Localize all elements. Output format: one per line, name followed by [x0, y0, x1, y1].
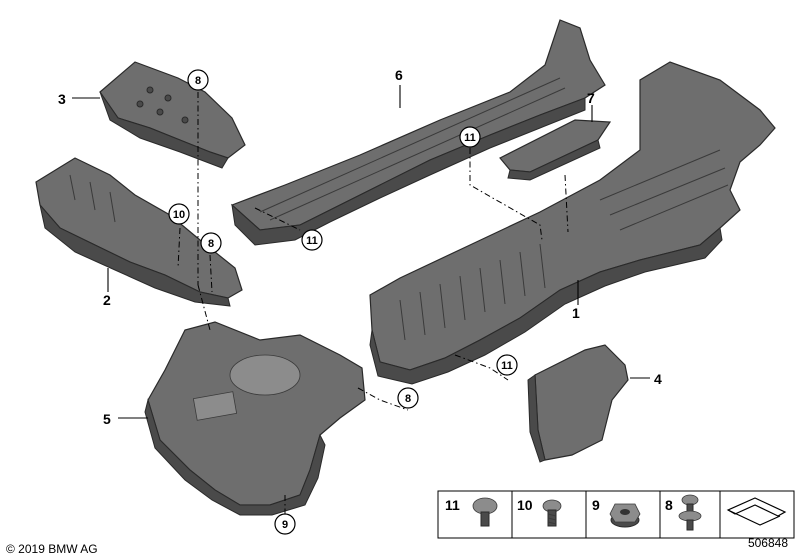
legend-label-9: 9: [592, 497, 600, 513]
svg-text:8: 8: [405, 393, 411, 405]
part-6-trim[interactable]: [230, 19, 606, 246]
legend-label-8: 8: [665, 497, 673, 513]
callout-3: 3: [58, 91, 66, 107]
circled-ref-11-top: 11: [459, 126, 481, 148]
part-7-lid[interactable]: [499, 119, 612, 181]
callout-1: 1: [572, 305, 580, 321]
legend-label-10: 10: [517, 497, 533, 513]
circled-ref-8-top: 8: [187, 69, 209, 91]
bracket-symbol-icon: [726, 497, 787, 526]
svg-text:11: 11: [464, 132, 476, 144]
screw-icon: [542, 499, 562, 527]
svg-text:10: 10: [173, 209, 185, 221]
part-1-main[interactable]: [369, 61, 776, 385]
callout-5: 5: [103, 411, 111, 427]
svg-text:11: 11: [306, 235, 318, 247]
circled-ref-11-bottom: 11: [496, 354, 518, 376]
part-4-block[interactable]: [527, 344, 629, 463]
drawing-number: 506848: [747, 536, 788, 550]
circled-ref-10: 10: [168, 203, 190, 225]
part-5-box[interactable]: [144, 321, 366, 516]
svg-text:11: 11: [501, 360, 513, 372]
assembly-lines: [177, 92, 569, 515]
callout-leaders: [72, 85, 650, 419]
copyright-text: © 2019 BMW AG: [6, 542, 98, 556]
nut-icon: [609, 503, 641, 528]
fastener-legend: 11 10 9 8: [437, 490, 795, 539]
legend-label-11: 11: [445, 497, 460, 513]
svg-text:9: 9: [282, 519, 288, 531]
callout-2: 2: [103, 292, 111, 308]
callout-6: 6: [395, 67, 403, 83]
circled-ref-11-left: 11: [301, 229, 323, 251]
clip-icon: [472, 497, 498, 527]
circled-ref-8-right: 8: [397, 387, 419, 409]
circled-ref-9: 9: [274, 513, 296, 535]
part-3-block[interactable]: [99, 61, 246, 169]
callout-7: 7: [587, 90, 595, 106]
push-rivet-icon: [678, 494, 702, 531]
svg-text:8: 8: [208, 238, 214, 250]
svg-text:8: 8: [195, 75, 201, 87]
callout-4: 4: [654, 371, 662, 387]
circled-ref-8-mid: 8: [200, 232, 222, 254]
part-2-tray[interactable]: [35, 157, 243, 307]
